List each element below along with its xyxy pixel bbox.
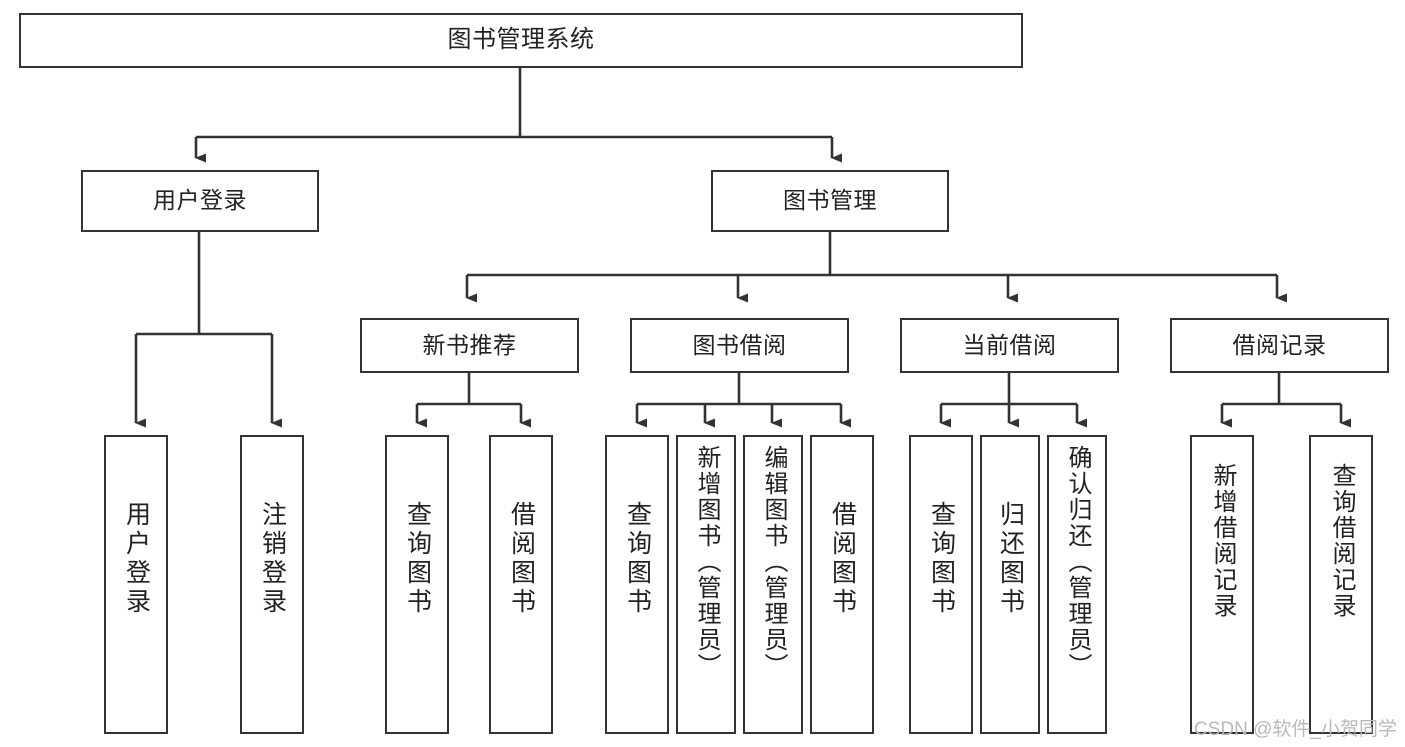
node-leaf-user-logout-label: 注销登录 bbox=[258, 501, 287, 617]
node-leaf-borrow-book-1-label: 借阅图书 bbox=[507, 501, 536, 617]
node-leaf-confirm-return[interactable]: 确认归还（管理员） bbox=[1047, 435, 1107, 734]
node-book-borrow-label: 图书借阅 bbox=[692, 331, 787, 358]
node-user-login-label: 用户登录 bbox=[153, 187, 247, 214]
node-root[interactable]: 图书管理系统 bbox=[19, 13, 1023, 68]
node-leaf-user-logout[interactable]: 注销登录 bbox=[240, 435, 304, 734]
node-leaf-user-login-label: 用户登录 bbox=[122, 501, 151, 617]
node-current-borrow-label: 当前借阅 bbox=[962, 331, 1057, 358]
node-leaf-query-book-2-label: 查询图书 bbox=[623, 501, 652, 617]
node-leaf-add-record[interactable]: 新增借阅记录 bbox=[1190, 435, 1254, 734]
node-user-login[interactable]: 用户登录 bbox=[81, 170, 319, 232]
node-leaf-query-record-label: 查询借阅记录 bbox=[1328, 463, 1355, 619]
node-borrow-record[interactable]: 借阅记录 bbox=[1170, 318, 1389, 373]
node-leaf-add-record-label: 新增借阅记录 bbox=[1209, 463, 1236, 619]
node-leaf-query-record[interactable]: 查询借阅记录 bbox=[1309, 435, 1373, 734]
node-book-borrow[interactable]: 图书借阅 bbox=[630, 318, 849, 373]
node-leaf-borrow-book-2[interactable]: 借阅图书 bbox=[810, 435, 874, 734]
node-book-manage-label: 图书管理 bbox=[783, 187, 877, 214]
node-new-book-recommend[interactable]: 新书推荐 bbox=[360, 318, 579, 373]
node-leaf-add-book[interactable]: 新增图书（管理员） bbox=[676, 435, 736, 734]
node-leaf-user-login[interactable]: 用户登录 bbox=[104, 435, 168, 734]
node-leaf-return-book-label: 归还图书 bbox=[996, 501, 1025, 617]
node-leaf-query-book-1[interactable]: 查询图书 bbox=[385, 435, 449, 734]
node-leaf-return-book[interactable]: 归还图书 bbox=[980, 435, 1040, 734]
node-leaf-edit-book-label: 编辑图书（管理员） bbox=[760, 445, 787, 679]
node-leaf-query-book-1-label: 查询图书 bbox=[403, 501, 432, 617]
node-leaf-query-book-2[interactable]: 查询图书 bbox=[605, 435, 669, 734]
node-leaf-confirm-return-label: 确认归还（管理员） bbox=[1064, 445, 1091, 679]
node-leaf-query-book-3[interactable]: 查询图书 bbox=[909, 435, 973, 734]
node-leaf-borrow-book-2-label: 借阅图书 bbox=[828, 501, 857, 617]
node-new-book-recommend-label: 新书推荐 bbox=[422, 331, 517, 358]
node-current-borrow[interactable]: 当前借阅 bbox=[900, 318, 1119, 373]
node-leaf-add-book-label: 新增图书（管理员） bbox=[693, 445, 720, 679]
node-borrow-record-label: 借阅记录 bbox=[1232, 331, 1327, 358]
node-book-manage[interactable]: 图书管理 bbox=[711, 170, 949, 232]
node-leaf-edit-book[interactable]: 编辑图书（管理员） bbox=[743, 435, 803, 734]
node-leaf-borrow-book-1[interactable]: 借阅图书 bbox=[489, 435, 553, 734]
node-root-label: 图书管理系统 bbox=[447, 26, 595, 54]
node-leaf-query-book-3-label: 查询图书 bbox=[927, 501, 956, 617]
csdn-watermark: CSDN @软件_小贺同学 bbox=[1194, 719, 1397, 740]
